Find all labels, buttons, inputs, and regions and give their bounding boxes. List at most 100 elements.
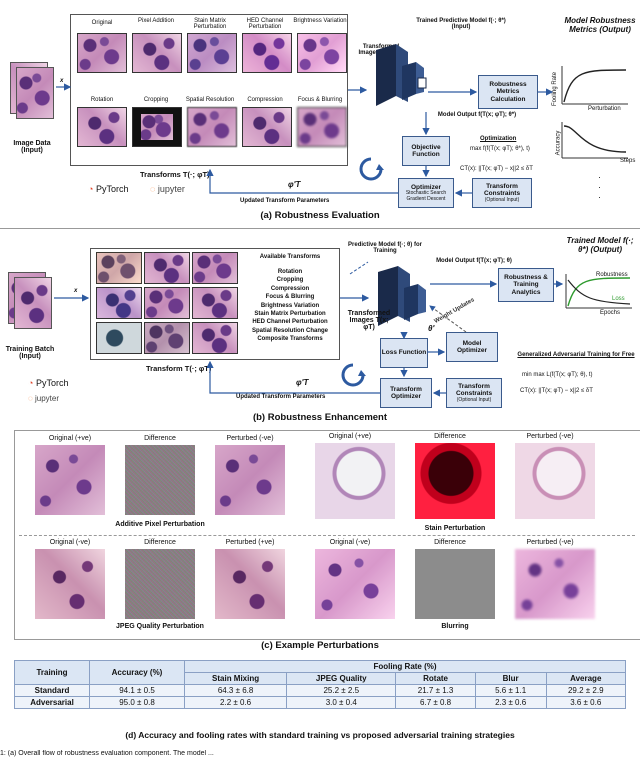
jupyter-icon: ◌ [150,184,156,194]
transform-optimizer-box: Transform Optimizer [380,378,432,408]
cycle-icon [341,363,366,387]
thumb-spatial-resolution [187,107,237,147]
x-label: x [74,288,78,294]
perturb-image [215,549,285,619]
jupyter-text: jupyter [35,394,60,403]
transform-thumb [96,322,142,354]
perturb-image [35,445,105,515]
neural-net-icon [376,44,427,106]
thumb-label: Pixel Addition [137,18,175,24]
analytics-text: Robustness & Training Analytics [504,273,548,296]
transforms-label: Transforms T(·; φT) [140,170,210,179]
transform-optimizer-text: Transform Optimizer [390,385,422,400]
thumb-label: Brightness Variation [293,18,347,24]
caption-b: (b) Robustness Enhancement [252,412,388,423]
transform-item: Rotation [277,269,303,275]
pytorch-icon: ◔ [88,184,94,194]
loss-function-box: Loss Function [380,338,428,368]
perturb-diff [415,443,495,519]
transform-constraints-sub: (Optional Input) [484,196,520,203]
perturb-label: Difference [434,433,466,440]
panel-c: Original (+ve) Difference Perturbed (-ve… [14,430,640,640]
thumb-label: Compression [247,97,283,103]
pytorch-text: PyTorch [35,378,69,388]
ellipsis-dots: ··· [598,172,601,202]
separator [19,535,635,536]
training-batch-stack [14,277,52,329]
gat-constraint: CT(x): ||T(x; φT) − x||2 ≤ δT [520,388,593,394]
group-title: Blurring [441,623,469,630]
thumb-original [77,33,127,73]
pytorch-logo: ◔ PyTorch [88,184,128,194]
loss-label: Loss [612,296,625,302]
trained-model-title: Trained Model f(·; θ*) (Output) [566,236,634,254]
perturb-label: Perturbed (+ve) [225,539,275,546]
cell: 2.3 ± 0.6 [474,696,547,709]
jupyter-logo: ◌ jupyter [150,184,185,194]
pytorch-text: PyTorch [95,184,129,194]
metrics-title: Model Robustness Metrics (Output) [564,16,636,34]
thumb-stain-matrix [187,33,237,73]
gat-eq: min max L(f(T(x; φT); θ), t) [522,372,593,378]
cell: 6.7 ± 0.8 [395,696,476,709]
phi-prime-label: φ'T [288,180,301,189]
transform-constraints-box: Transform Constraints (Optional Input) [446,378,502,408]
caption-a: (a) Robustness Evaluation [260,210,380,221]
perturb-diff [415,549,495,619]
perturb-image [315,443,395,519]
transform-thumb [144,252,190,284]
transform-thumb [96,287,142,319]
pytorch-logo: ◔ PyTorch [28,378,68,388]
group-title: Stain Perturbation [424,525,486,532]
accuracy-plot [561,122,628,159]
training-batch-label: Training Batch (Input) [5,346,55,360]
x-label: x [60,78,64,84]
sub-col: Rotate [395,672,476,685]
table-row: Adversarial 95.0 ± 0.8 2.2 ± 0.6 3.0 ± 0… [14,696,626,709]
thumb-label: Original [91,20,113,26]
pytorch-icon: ◔ [28,378,34,388]
panel-a: Image Data (Input) x Original Pixel Addi… [0,0,640,222]
cycle-icon [359,157,384,181]
cell: 95.0 ± 0.8 [89,696,185,709]
table-row: Standard 94.1 ± 0.5 64.3 ± 6.8 25.2 ± 2.… [14,684,626,697]
perturb-label: Difference [144,435,176,442]
flow-arrows [54,261,564,397]
perturb-image [215,445,285,515]
transform-item: Cropping [276,277,304,284]
perturb-label: Original (+ve) [328,433,372,440]
image-data-label: Image Data (Input) [13,140,51,154]
transformed-images-label: Transformed Images T(x; φT) [347,310,391,331]
thumb-hed-channel [242,33,292,73]
cell: 21.7 ± 1.3 [395,684,476,697]
model-output-label: Model Output f(T(x; φT); θ) [436,258,512,264]
thumb-label: HED Channel Perturbation [246,18,284,31]
transform-item: Compression [270,285,310,292]
thumb-compression [242,107,292,147]
transform-label: Transform T(·; φT) [146,364,212,373]
transform-thumb [192,322,238,354]
col-training: Training [14,660,90,685]
training-plot [565,274,632,309]
caption-d: (d) Accuracy and fooling rates with stan… [125,730,515,740]
robustness-label: Robustness [596,272,628,278]
model-output-label: Model Output f(T(x; φT); θ*) [437,112,517,118]
jupyter-logo: ◌ jupyter [28,394,59,403]
footer-text: 1: (a) Overall flow of robustness evalua… [0,750,214,757]
gat-title: Generalized Adversarial Training for Fre… [517,352,635,358]
cell: 3.6 ± 0.6 [545,696,626,709]
transform-thumb [192,287,238,319]
row-name: Standard [14,684,90,697]
transform-thumb [144,287,190,319]
epochs-label: Epochs [600,310,621,316]
optimizer-text: Optimizer [411,183,441,191]
perturb-image [515,549,595,619]
thumb-label: Spatial Resolution [185,97,235,103]
cell: 29.2 ± 2.9 [545,684,626,697]
perturb-label: Original (+ve) [48,435,92,442]
perturb-image [315,549,395,619]
loss-function-text: Loss Function [381,349,427,357]
transform-constraints-text: Transform Constraints [483,182,521,198]
panel-b: Training Batch (Input) x ◔ PyTorch ◌ jup… [0,228,640,426]
results-table: Training Accuracy (%) Fooling Rate (%) S… [14,660,626,709]
